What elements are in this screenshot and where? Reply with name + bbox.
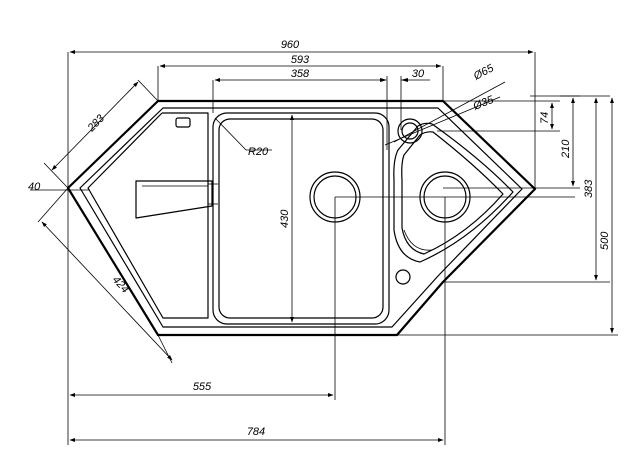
sink-outline — [66, 99, 537, 337]
main-bowl — [212, 112, 390, 325]
label-d35: Ø35 — [471, 94, 497, 114]
label-40: 40 — [28, 181, 41, 193]
label-358: 358 — [291, 68, 310, 80]
dimension-430: 430 — [279, 114, 294, 323]
dimension-358: 358 — [212, 68, 402, 150]
dimension-555: 555 — [69, 381, 334, 397]
dimension-40: 40 — [28, 181, 90, 193]
dimension-424: 424 — [37, 187, 173, 364]
label-784: 784 — [247, 426, 265, 438]
label-74: 74 — [539, 112, 551, 124]
dimension-500: 500 — [397, 97, 618, 336]
label-283: 283 — [85, 112, 108, 135]
label-555: 555 — [193, 381, 212, 393]
dimension-784: 784 — [69, 426, 444, 442]
label-30: 30 — [412, 68, 425, 80]
label-424: 424 — [110, 274, 131, 296]
dimension-383: 383 — [443, 95, 610, 283]
dimension-210: 210 — [443, 95, 580, 189]
dimension-30: 30 — [380, 68, 430, 82]
label-500: 500 — [599, 231, 611, 250]
dimension-r20: R20 — [214, 117, 272, 158]
drain-centerlines — [67, 188, 575, 445]
label-383: 383 — [583, 179, 595, 198]
label-210: 210 — [560, 139, 572, 159]
label-r20: R20 — [248, 146, 269, 158]
label-960: 960 — [281, 39, 300, 51]
label-430: 430 — [279, 209, 291, 228]
dimension-74: 74 — [437, 100, 560, 132]
label-593: 593 — [291, 54, 310, 66]
dimension-593: 593 — [157, 54, 444, 101]
label-d65: Ø65 — [471, 62, 497, 83]
left-drainboard — [87, 112, 218, 319]
